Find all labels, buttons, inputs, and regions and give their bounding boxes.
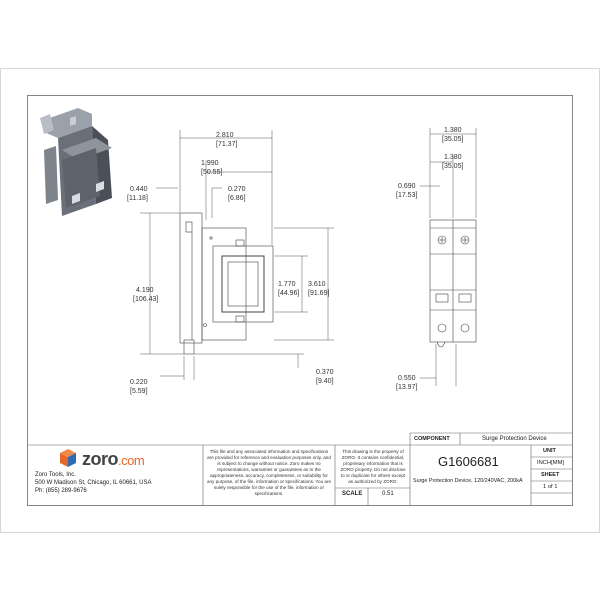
disclaimer-text: This file and any associated information… xyxy=(206,449,332,496)
isometric-product-view xyxy=(40,108,112,216)
dim-body-height-mm: [91.69] xyxy=(308,290,329,297)
part-description: Surge Protection Device, 120/240VAC, 200… xyxy=(413,478,523,484)
dim-window-height-in: 1.770 xyxy=(278,281,296,288)
property-notice: This drawing is the property of ZORO. It… xyxy=(340,449,406,484)
dim-front-width-2-mm: [35.05] xyxy=(442,163,463,170)
dim-window-height-mm: [44.96] xyxy=(278,290,299,297)
sheet-value: 1 of 1 xyxy=(543,484,558,490)
dim-front-bottom-mm: [13.97] xyxy=(396,384,417,391)
logo-wordmark: zoro.com xyxy=(82,448,145,470)
dim-left-offset-mm: [11.18] xyxy=(127,195,148,202)
dim-body-height-in: 3.610 xyxy=(308,281,326,288)
dim-overall-width-in: 2.810 xyxy=(216,132,234,139)
dim-overall-width-mm: [71.37] xyxy=(216,141,237,148)
component-value: Surge Protection Device xyxy=(482,436,547,442)
company-phone: Ph: (855) 289-9676 xyxy=(35,488,87,494)
unit-value: INCH[MM] xyxy=(537,460,565,466)
logo-suffix-text: .com xyxy=(118,452,145,468)
front-view xyxy=(429,219,477,348)
side-view xyxy=(179,212,274,355)
dim-front-width-1-mm: [35.05] xyxy=(442,136,463,143)
dim-bottom-offset-in: 0.370 xyxy=(316,369,334,376)
dim-front-top-in: 0.690 xyxy=(398,183,416,190)
zoro-logo: zoro.com xyxy=(78,447,145,471)
dim-overall-height-in: 4.190 xyxy=(136,287,154,294)
scale-label: SCALE xyxy=(342,491,363,497)
component-label: COMPONENT xyxy=(414,436,450,442)
scale-value: 0.51 xyxy=(382,491,394,497)
dim-foot-width-in: 0.220 xyxy=(130,379,148,386)
drawing-border xyxy=(27,95,573,506)
sheet-label: SHEET xyxy=(541,472,560,478)
dim-body-width-in: 1.990 xyxy=(201,160,219,167)
company-name: Zoro Tools, Inc. xyxy=(35,472,76,478)
dim-foot-width-mm: [5.59] xyxy=(130,388,148,395)
side-view-dimension-lines xyxy=(140,130,334,380)
front-view-dimension-lines xyxy=(420,128,477,386)
dim-front-width-1-in: 1.380 xyxy=(444,127,462,134)
dim-clip-offset-in: 0.270 xyxy=(228,186,246,193)
dim-front-bottom-in: 0.550 xyxy=(398,375,416,382)
company-address: 500 W Madison St, Chicago, IL 60661, USA xyxy=(35,480,152,486)
unit-label: UNIT xyxy=(543,448,556,454)
logo-main-text: zoro xyxy=(82,448,119,469)
zoro-logo-cube-icon xyxy=(60,449,76,467)
part-number: G1606681 xyxy=(438,454,499,469)
dim-body-width-mm: [50.55] xyxy=(201,169,222,176)
dim-clip-offset-mm: [6.86] xyxy=(228,195,246,202)
dim-front-width-2-in: 1.380 xyxy=(444,154,462,161)
title-block-grid xyxy=(27,432,572,505)
dim-bottom-offset-mm: [9.40] xyxy=(316,378,334,385)
dim-front-top-mm: [17.53] xyxy=(396,192,417,199)
dim-overall-height-mm: [106.43] xyxy=(133,296,158,303)
dim-left-offset-in: 0.440 xyxy=(130,186,148,193)
